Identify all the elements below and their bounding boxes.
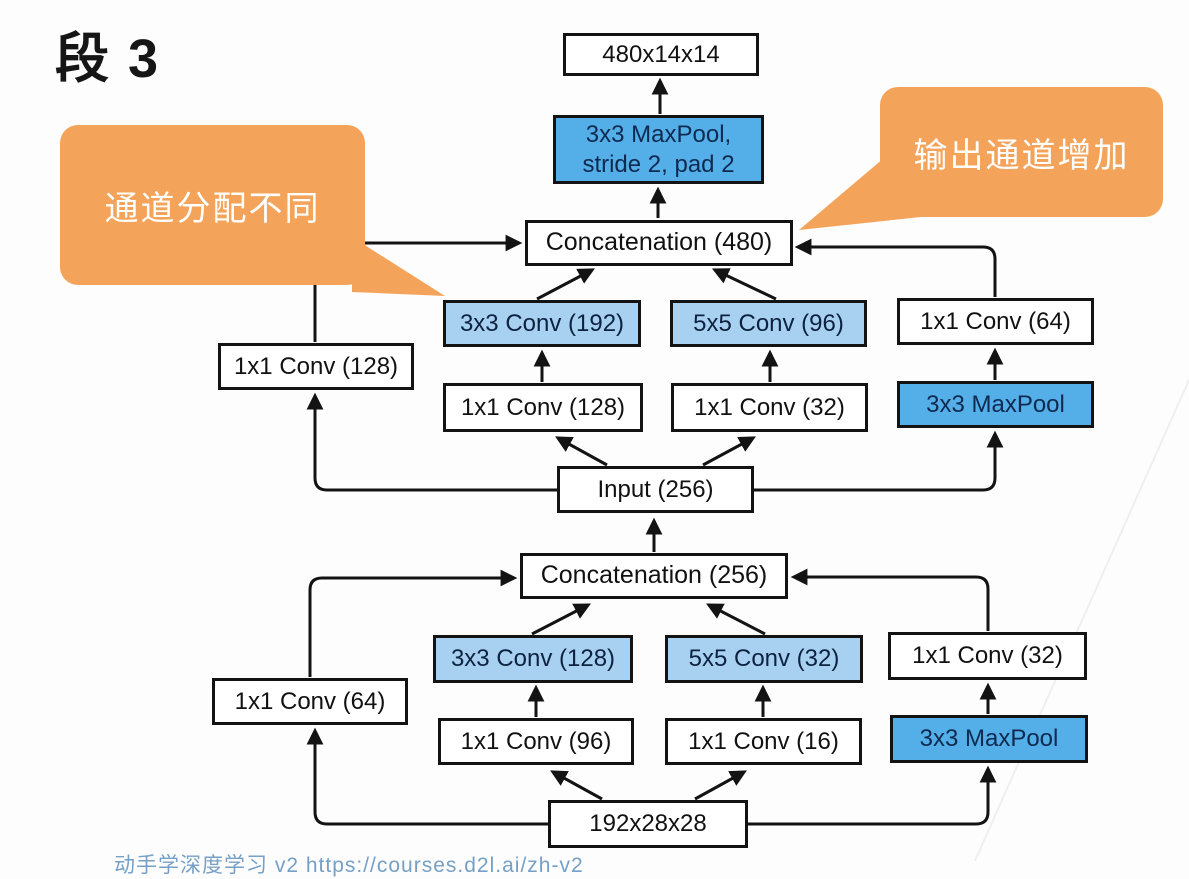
maxpool-stride-line1: 3x3 MaxPool, bbox=[585, 120, 732, 148]
page-title: 段 3 bbox=[55, 29, 161, 89]
node-conv1-96: 1x1 Conv (96) bbox=[438, 718, 634, 765]
node-conv1-16: 1x1 Conv (16) bbox=[665, 718, 862, 765]
callout-right-text: 输出通道增加 bbox=[913, 136, 1130, 175]
node-conv5-32: 5x5 Conv (32) bbox=[665, 635, 863, 683]
node-conv1-128-left: 1x1 Conv (128) bbox=[218, 343, 414, 390]
node-conv1-32-bottom: 1x1 Conv (32) bbox=[888, 632, 1087, 680]
node-conv1-64-left-bottom: 1x1 Conv (64) bbox=[212, 678, 408, 725]
node-conv5-96: 5x5 Conv (96) bbox=[670, 300, 867, 347]
node-concat-480: Concatenation (480) bbox=[525, 220, 793, 266]
maxpool-stride-line2: stride 2, pad 2 bbox=[582, 150, 735, 178]
node-conv3-192: 3x3 Conv (192) bbox=[443, 300, 641, 347]
node-conv1-64-top: 1x1 Conv (64) bbox=[897, 298, 1094, 345]
background-decoration-line bbox=[973, 379, 1189, 861]
node-output-dims: 480x14x14 bbox=[563, 33, 759, 76]
node-maxpool-stride: 3x3 MaxPool, stride 2, pad 2 bbox=[553, 115, 764, 184]
node-input-256: Input (256) bbox=[557, 466, 754, 513]
node-conv1-128-mid: 1x1 Conv (128) bbox=[443, 383, 643, 432]
node-input-192: 192x28x28 bbox=[548, 800, 748, 848]
callout-right: 输出通道增加 bbox=[880, 87, 1163, 217]
node-conv3-128: 3x3 Conv (128) bbox=[433, 635, 633, 683]
node-maxpool-bottom: 3x3 MaxPool bbox=[890, 715, 1088, 763]
node-conv1-32-mid: 1x1 Conv (32) bbox=[671, 383, 868, 432]
watermark-caption: 动手学深度学习 v2 https://courses.d2l.ai/zh-v2 bbox=[114, 854, 584, 877]
node-concat-256: Concatenation (256) bbox=[520, 553, 788, 599]
callout-left-text: 通道分配不同 bbox=[104, 189, 321, 228]
node-maxpool-top: 3x3 MaxPool bbox=[897, 381, 1094, 428]
callout-left-tail bbox=[352, 237, 445, 296]
callout-left: 通道分配不同 bbox=[60, 125, 365, 285]
